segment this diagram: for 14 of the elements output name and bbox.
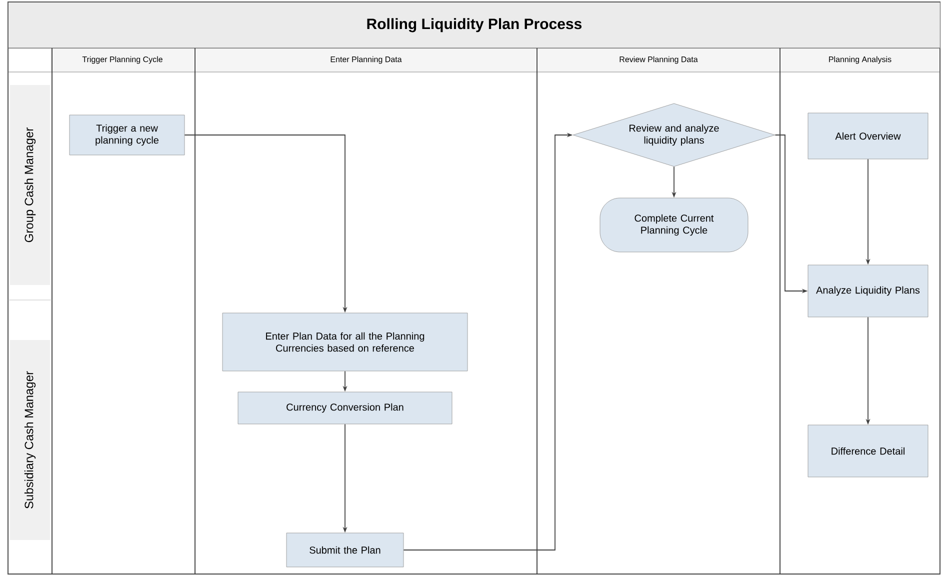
- column-header: Enter Planning Data: [196, 48, 536, 72]
- process-box: Alert Overview: [808, 112, 928, 160]
- process-box: Difference Detail: [808, 424, 928, 478]
- lane-label: Subsidiary Cash Manager: [10, 340, 50, 540]
- column-header: Trigger Planning Cycle: [51, 48, 194, 72]
- column-header: Planning Analysis: [781, 48, 939, 72]
- process-box: Trigger a new planning cycle: [69, 114, 185, 156]
- title-band: Rolling Liquidity Plan Process: [8, 2, 940, 48]
- lane-label: Group Cash Manager: [10, 85, 50, 285]
- process-box: Enter Plan Data for all the Planning Currencies based on reference: [222, 312, 468, 372]
- column-header: Review Planning Data: [538, 48, 779, 72]
- process-box: Currency Conversion Plan: [238, 392, 452, 424]
- process-box: Submit the Plan: [286, 532, 404, 568]
- process-box: Analyze Liquidity Plans: [808, 264, 928, 318]
